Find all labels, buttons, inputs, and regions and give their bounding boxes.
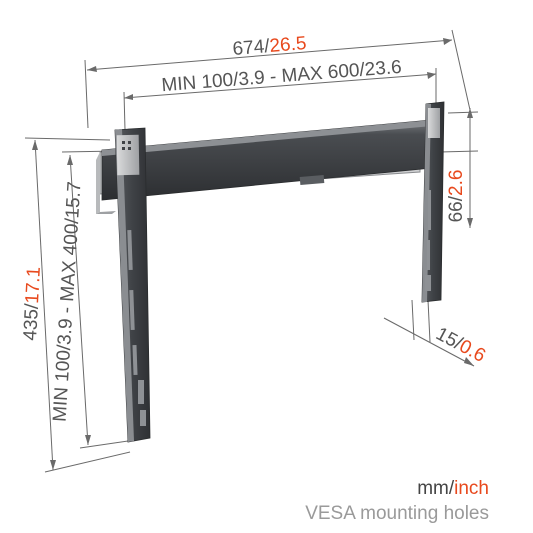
units-legend: mm/inch xyxy=(417,478,489,499)
label-rail-height: 66/2.6 xyxy=(446,170,467,223)
rail-height-inch: 2.6 xyxy=(446,170,467,196)
dimension-lines xyxy=(24,29,479,473)
label-width-total: 674/26.5 xyxy=(232,33,307,60)
label-depth: 15/0.6 xyxy=(432,323,489,366)
horizontal-rail xyxy=(101,119,433,201)
label-vesa-horizontal: MIN 100/3.9 - MAX 600/23.6 xyxy=(161,57,403,96)
units-inch: inch xyxy=(454,478,489,499)
svg-text:66/2.6: 66/2.6 xyxy=(446,170,467,223)
svg-text:MIN 100/3.9 - MAX 600/23.6: MIN 100/3.9 - MAX 600/23.6 xyxy=(161,57,403,96)
svg-text:MIN 100/3.9 - MAX 400/15.7: MIN 100/3.9 - MAX 400/15.7 xyxy=(49,181,85,423)
label-height-total: 435/17.1 xyxy=(20,266,45,341)
height-mm: 435 xyxy=(20,308,43,341)
height-inch: 17.1 xyxy=(22,266,45,304)
width-inch: 26.5 xyxy=(269,33,308,57)
rail-height-mm: 66 xyxy=(446,201,467,222)
svg-text:674/26.5: 674/26.5 xyxy=(232,33,307,60)
vesa-caption: VESA mounting holes xyxy=(305,503,489,524)
svg-text:435/17.1: 435/17.1 xyxy=(20,266,45,341)
svg-text:15/0.6: 15/0.6 xyxy=(432,323,489,366)
wall-mount-bracket xyxy=(96,101,445,443)
label-vesa-vertical: MIN 100/3.9 - MAX 400/15.7 xyxy=(49,181,85,423)
width-mm: 674 xyxy=(232,36,266,60)
units-mm: mm xyxy=(417,478,449,499)
